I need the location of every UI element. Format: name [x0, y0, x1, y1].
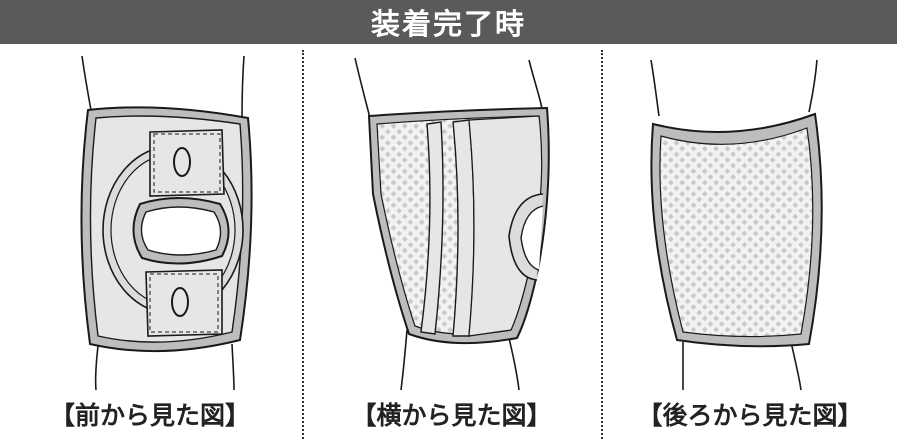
divider-right [601, 50, 603, 439]
front-view-panel: 【前から見た図】 [0, 44, 300, 439]
side-view-illustration [354, 57, 550, 391]
front-view-caption: 【前から見た図】 [49, 401, 250, 430]
page-title: 装着完了時 [370, 7, 526, 41]
side-view-caption: 【横から見た図】 [351, 401, 552, 430]
back-view-illustration [650, 59, 823, 391]
side-view-panel: 【横から見た図】 [303, 44, 600, 439]
divider-left [302, 50, 304, 439]
back-view-caption: 【後ろから見た図】 [637, 401, 863, 430]
front-view-illustration [80, 55, 253, 391]
header-bar: 装着完了時 [0, 0, 897, 44]
back-view-panel: 【後ろから見た図】 [603, 44, 897, 439]
